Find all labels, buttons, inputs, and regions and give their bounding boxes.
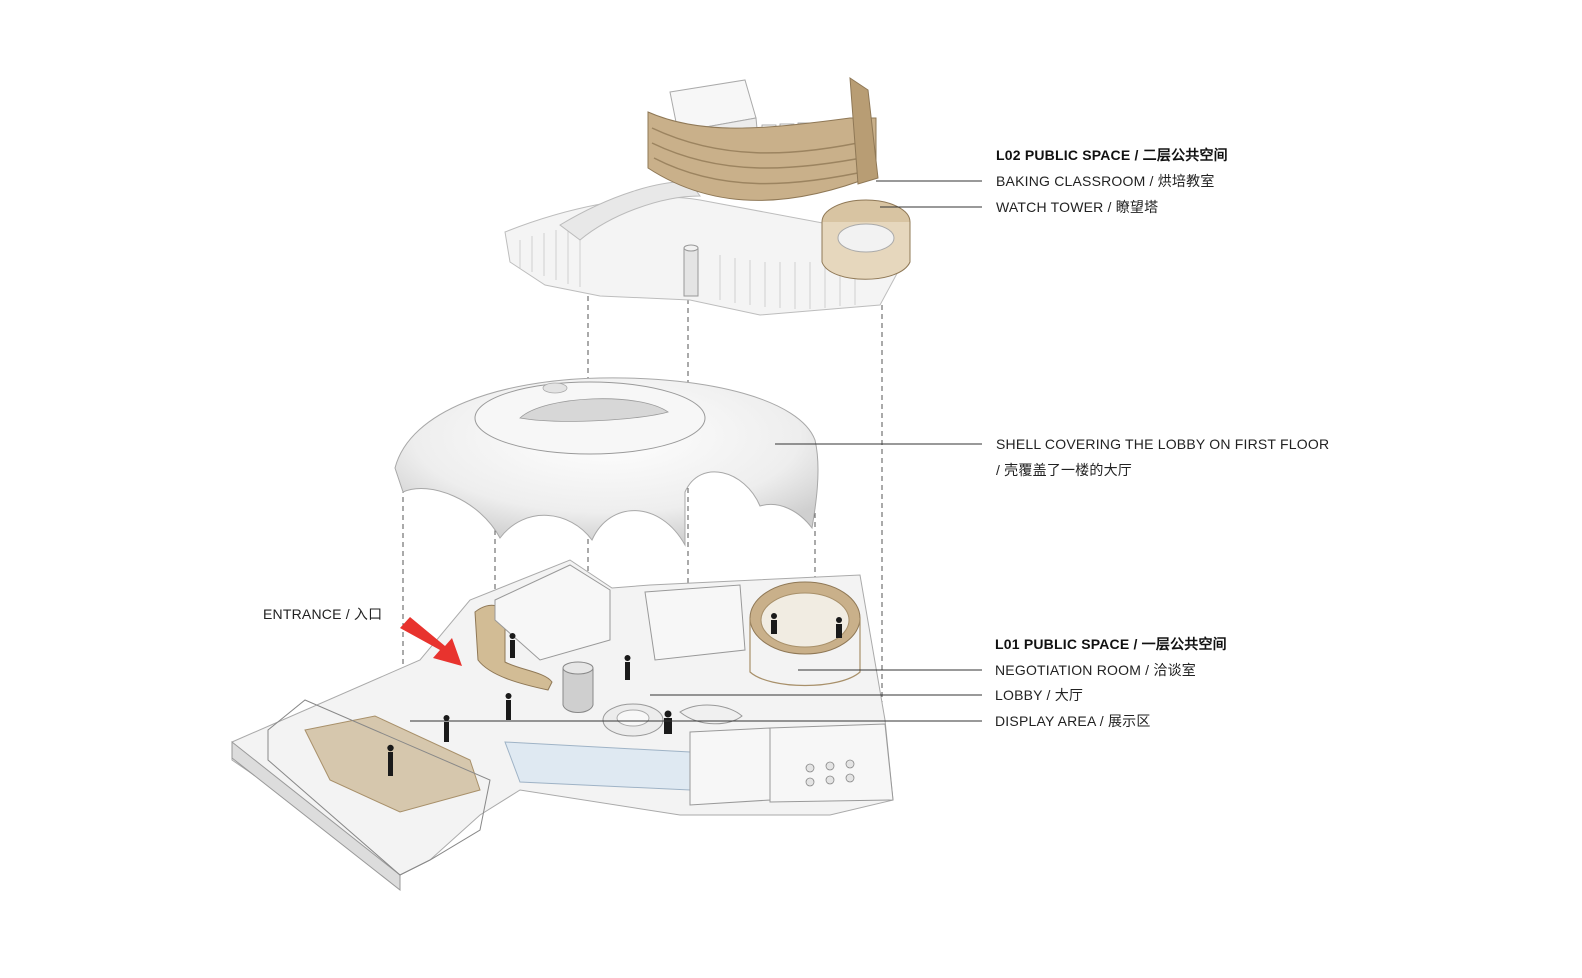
negotiation-room bbox=[749, 581, 861, 687]
entrance-arrow bbox=[400, 617, 462, 666]
curved-ramp bbox=[559, 181, 701, 241]
level-1-floor bbox=[231, 559, 894, 892]
lobby-seating bbox=[602, 703, 743, 737]
upper-column bbox=[683, 247, 699, 297]
shell-label-line-1: SHELL COVERING THE LOBBY ON FIRST FLOOR bbox=[996, 436, 1330, 452]
leader-lines bbox=[410, 180, 982, 722]
level-2-platform bbox=[504, 77, 911, 316]
shell-dome bbox=[394, 377, 819, 547]
l01-heading: L01 PUBLIC SPACE / 一层公共空间 bbox=[995, 636, 1227, 652]
watch-tower-label: WATCH TOWER / 瞭望塔 bbox=[996, 199, 1159, 215]
counter-dials bbox=[805, 759, 855, 787]
watch-tower bbox=[821, 199, 911, 280]
shell-label-line-2: / 壳覆盖了一楼的大厅 bbox=[996, 462, 1132, 478]
entrance-label: ENTRANCE / 入口 bbox=[263, 606, 383, 622]
lobby-column bbox=[562, 661, 594, 713]
human-figures bbox=[387, 613, 842, 776]
display-area-label: DISPLAY AREA / 展示区 bbox=[995, 713, 1151, 729]
negotiation-room-label: NEGOTIATION ROOM / 洽谈室 bbox=[995, 662, 1196, 678]
l02-heading: L02 PUBLIC SPACE / 二层公共空间 bbox=[996, 147, 1228, 163]
lobby-label: LOBBY / 大厅 bbox=[995, 687, 1084, 703]
baking-classroom-label: BAKING CLASSROOM / 烘培教室 bbox=[996, 173, 1215, 189]
